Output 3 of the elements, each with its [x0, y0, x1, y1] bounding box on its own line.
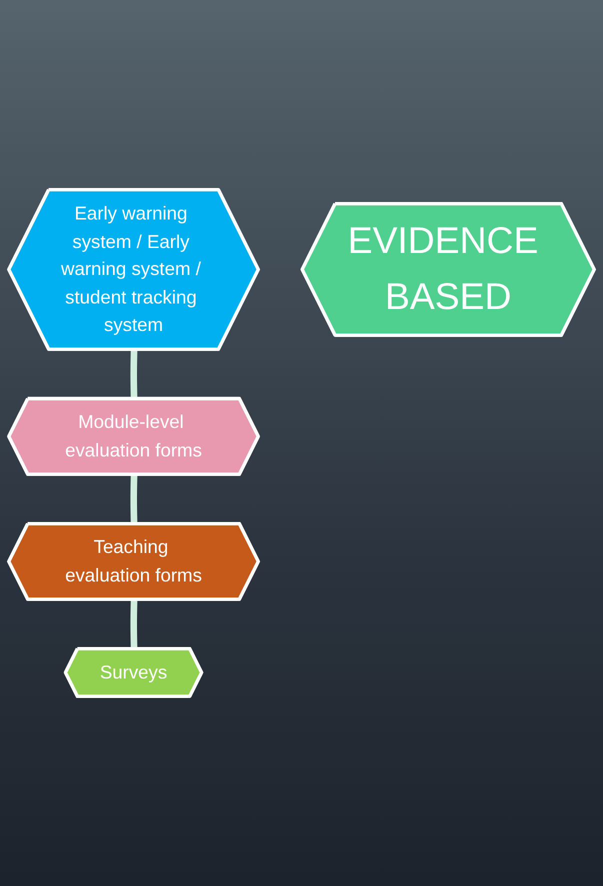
connector	[130, 350, 138, 400]
connector	[130, 474, 138, 524]
connector	[130, 600, 138, 650]
